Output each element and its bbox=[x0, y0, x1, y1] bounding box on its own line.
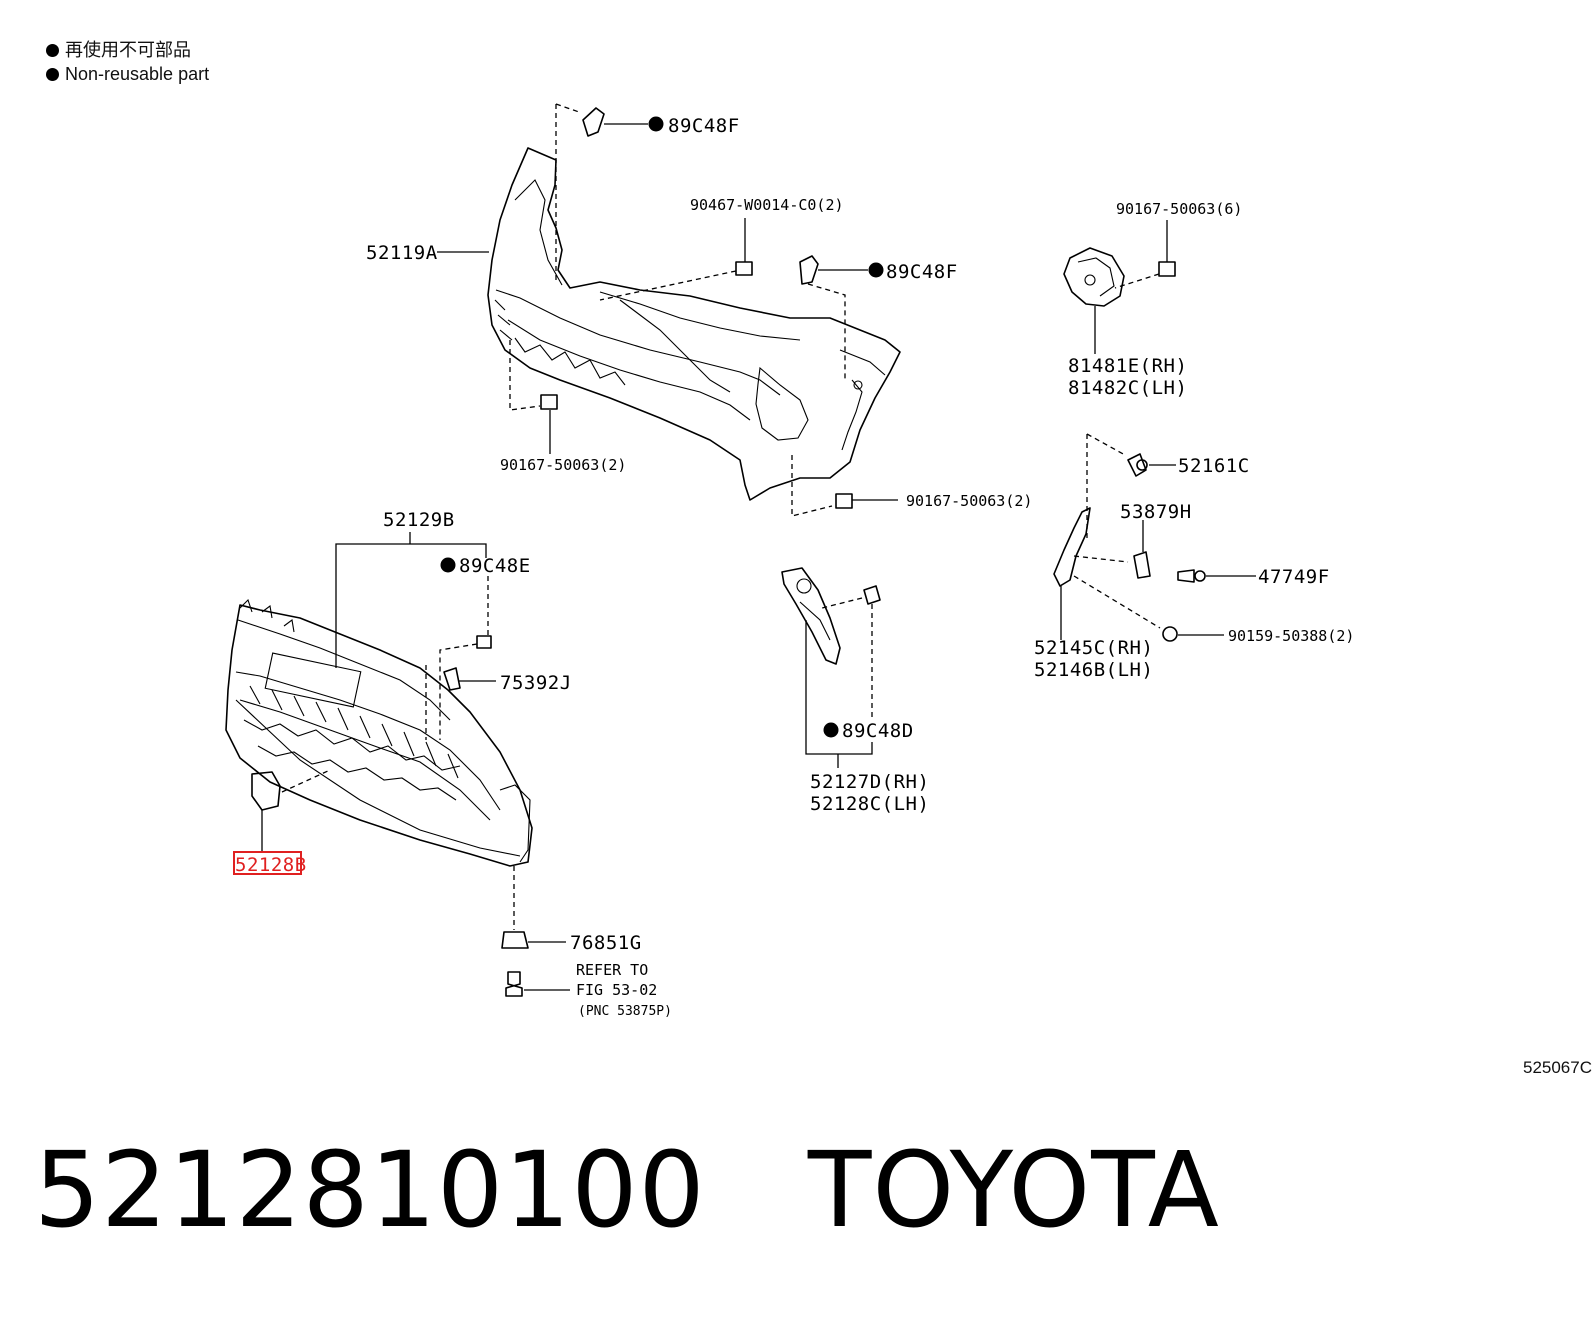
label-90159: 90159-50388(2) bbox=[1228, 627, 1354, 645]
legend-row-jp: 再使用不可部品 bbox=[46, 38, 209, 62]
clip-icon bbox=[1127, 453, 1147, 477]
clip-icon bbox=[863, 585, 881, 605]
nut-clip-icon bbox=[1133, 551, 1151, 579]
label-89C48E: 89C48E bbox=[459, 555, 531, 577]
non-reusable-marker bbox=[823, 722, 839, 738]
legend-jp-text: 再使用不可部品 bbox=[65, 40, 191, 60]
part-number: 5212810100 bbox=[34, 1129, 706, 1251]
label-81481E: 81481E(RH) bbox=[1068, 355, 1187, 377]
bolt-icon bbox=[1162, 626, 1178, 642]
clip-icon bbox=[443, 667, 461, 691]
non-reusable-marker bbox=[868, 262, 884, 278]
label-52119A: 52119A bbox=[366, 242, 438, 264]
label-52146B: 52146B(LH) bbox=[1034, 659, 1153, 681]
retainer-52145C bbox=[1053, 507, 1091, 587]
non-reusable-marker bbox=[440, 557, 456, 573]
bullet-icon bbox=[46, 43, 59, 57]
refer-line-1: REFER TO bbox=[576, 961, 648, 979]
label-81482C: 81482C(LH) bbox=[1068, 377, 1187, 399]
legend-row-en: Non-reusable part bbox=[46, 62, 209, 86]
clip-icon bbox=[501, 931, 529, 949]
label-52161C: 52161C bbox=[1178, 455, 1250, 477]
label-53879H: 53879H bbox=[1120, 501, 1192, 523]
brand-name: TOYOTA bbox=[807, 1129, 1220, 1251]
label-52128C: 52128C(LH) bbox=[810, 793, 929, 815]
lower-grille-52129B bbox=[225, 598, 533, 867]
label-90167-6: 90167-50063(6) bbox=[1116, 200, 1242, 218]
non-reusable-marker bbox=[648, 116, 664, 132]
clip-icon bbox=[582, 107, 605, 137]
legend: 再使用不可部品 Non-reusable part bbox=[46, 38, 209, 86]
fog-bezel-52127D bbox=[781, 567, 841, 665]
legend-en-text: Non-reusable part bbox=[65, 64, 210, 84]
bolt-icon bbox=[1158, 261, 1176, 277]
bolt-icon bbox=[835, 493, 853, 509]
label-90167-2a: 90167-50063(2) bbox=[500, 456, 626, 474]
refer-line-3: (PNC 53875P) bbox=[578, 1004, 672, 1019]
label-89C48D: 89C48D bbox=[842, 720, 914, 742]
label-52129B: 52129B bbox=[383, 509, 455, 531]
bracket-81481E bbox=[1063, 247, 1125, 307]
bullet-icon bbox=[46, 67, 59, 81]
label-52128B[interactable]: 52128B bbox=[235, 854, 307, 876]
label-90467: 90467-W0014-C0(2) bbox=[690, 196, 844, 214]
cover-52128B bbox=[251, 771, 281, 811]
label-89C48F-mid: 89C48F bbox=[886, 261, 958, 283]
bolt-icon bbox=[540, 394, 558, 410]
clip-icon bbox=[799, 255, 819, 285]
footer-title: 5212810100 TOYOTA bbox=[34, 1130, 1220, 1250]
label-47749F: 47749F bbox=[1258, 566, 1330, 588]
label-52145C: 52145C(RH) bbox=[1034, 637, 1153, 659]
bolt-icon bbox=[505, 971, 523, 997]
upper-bumper-cover-52119A bbox=[487, 147, 901, 501]
label-76851G: 76851G bbox=[570, 932, 642, 954]
refer-line-2: FIG 53-02 bbox=[576, 981, 657, 999]
label-90167-2b: 90167-50063(2) bbox=[906, 492, 1032, 510]
bolt-icon bbox=[735, 261, 753, 276]
figure-code: 525067C bbox=[1522, 1058, 1592, 1077]
clip-icon bbox=[476, 635, 492, 649]
screw-icon bbox=[1177, 569, 1195, 583]
label-52127D: 52127D(RH) bbox=[810, 771, 929, 793]
label-75392J: 75392J bbox=[500, 672, 572, 694]
highlight-box-52128B bbox=[233, 851, 302, 875]
label-89C48F-top: 89C48F bbox=[668, 115, 740, 137]
